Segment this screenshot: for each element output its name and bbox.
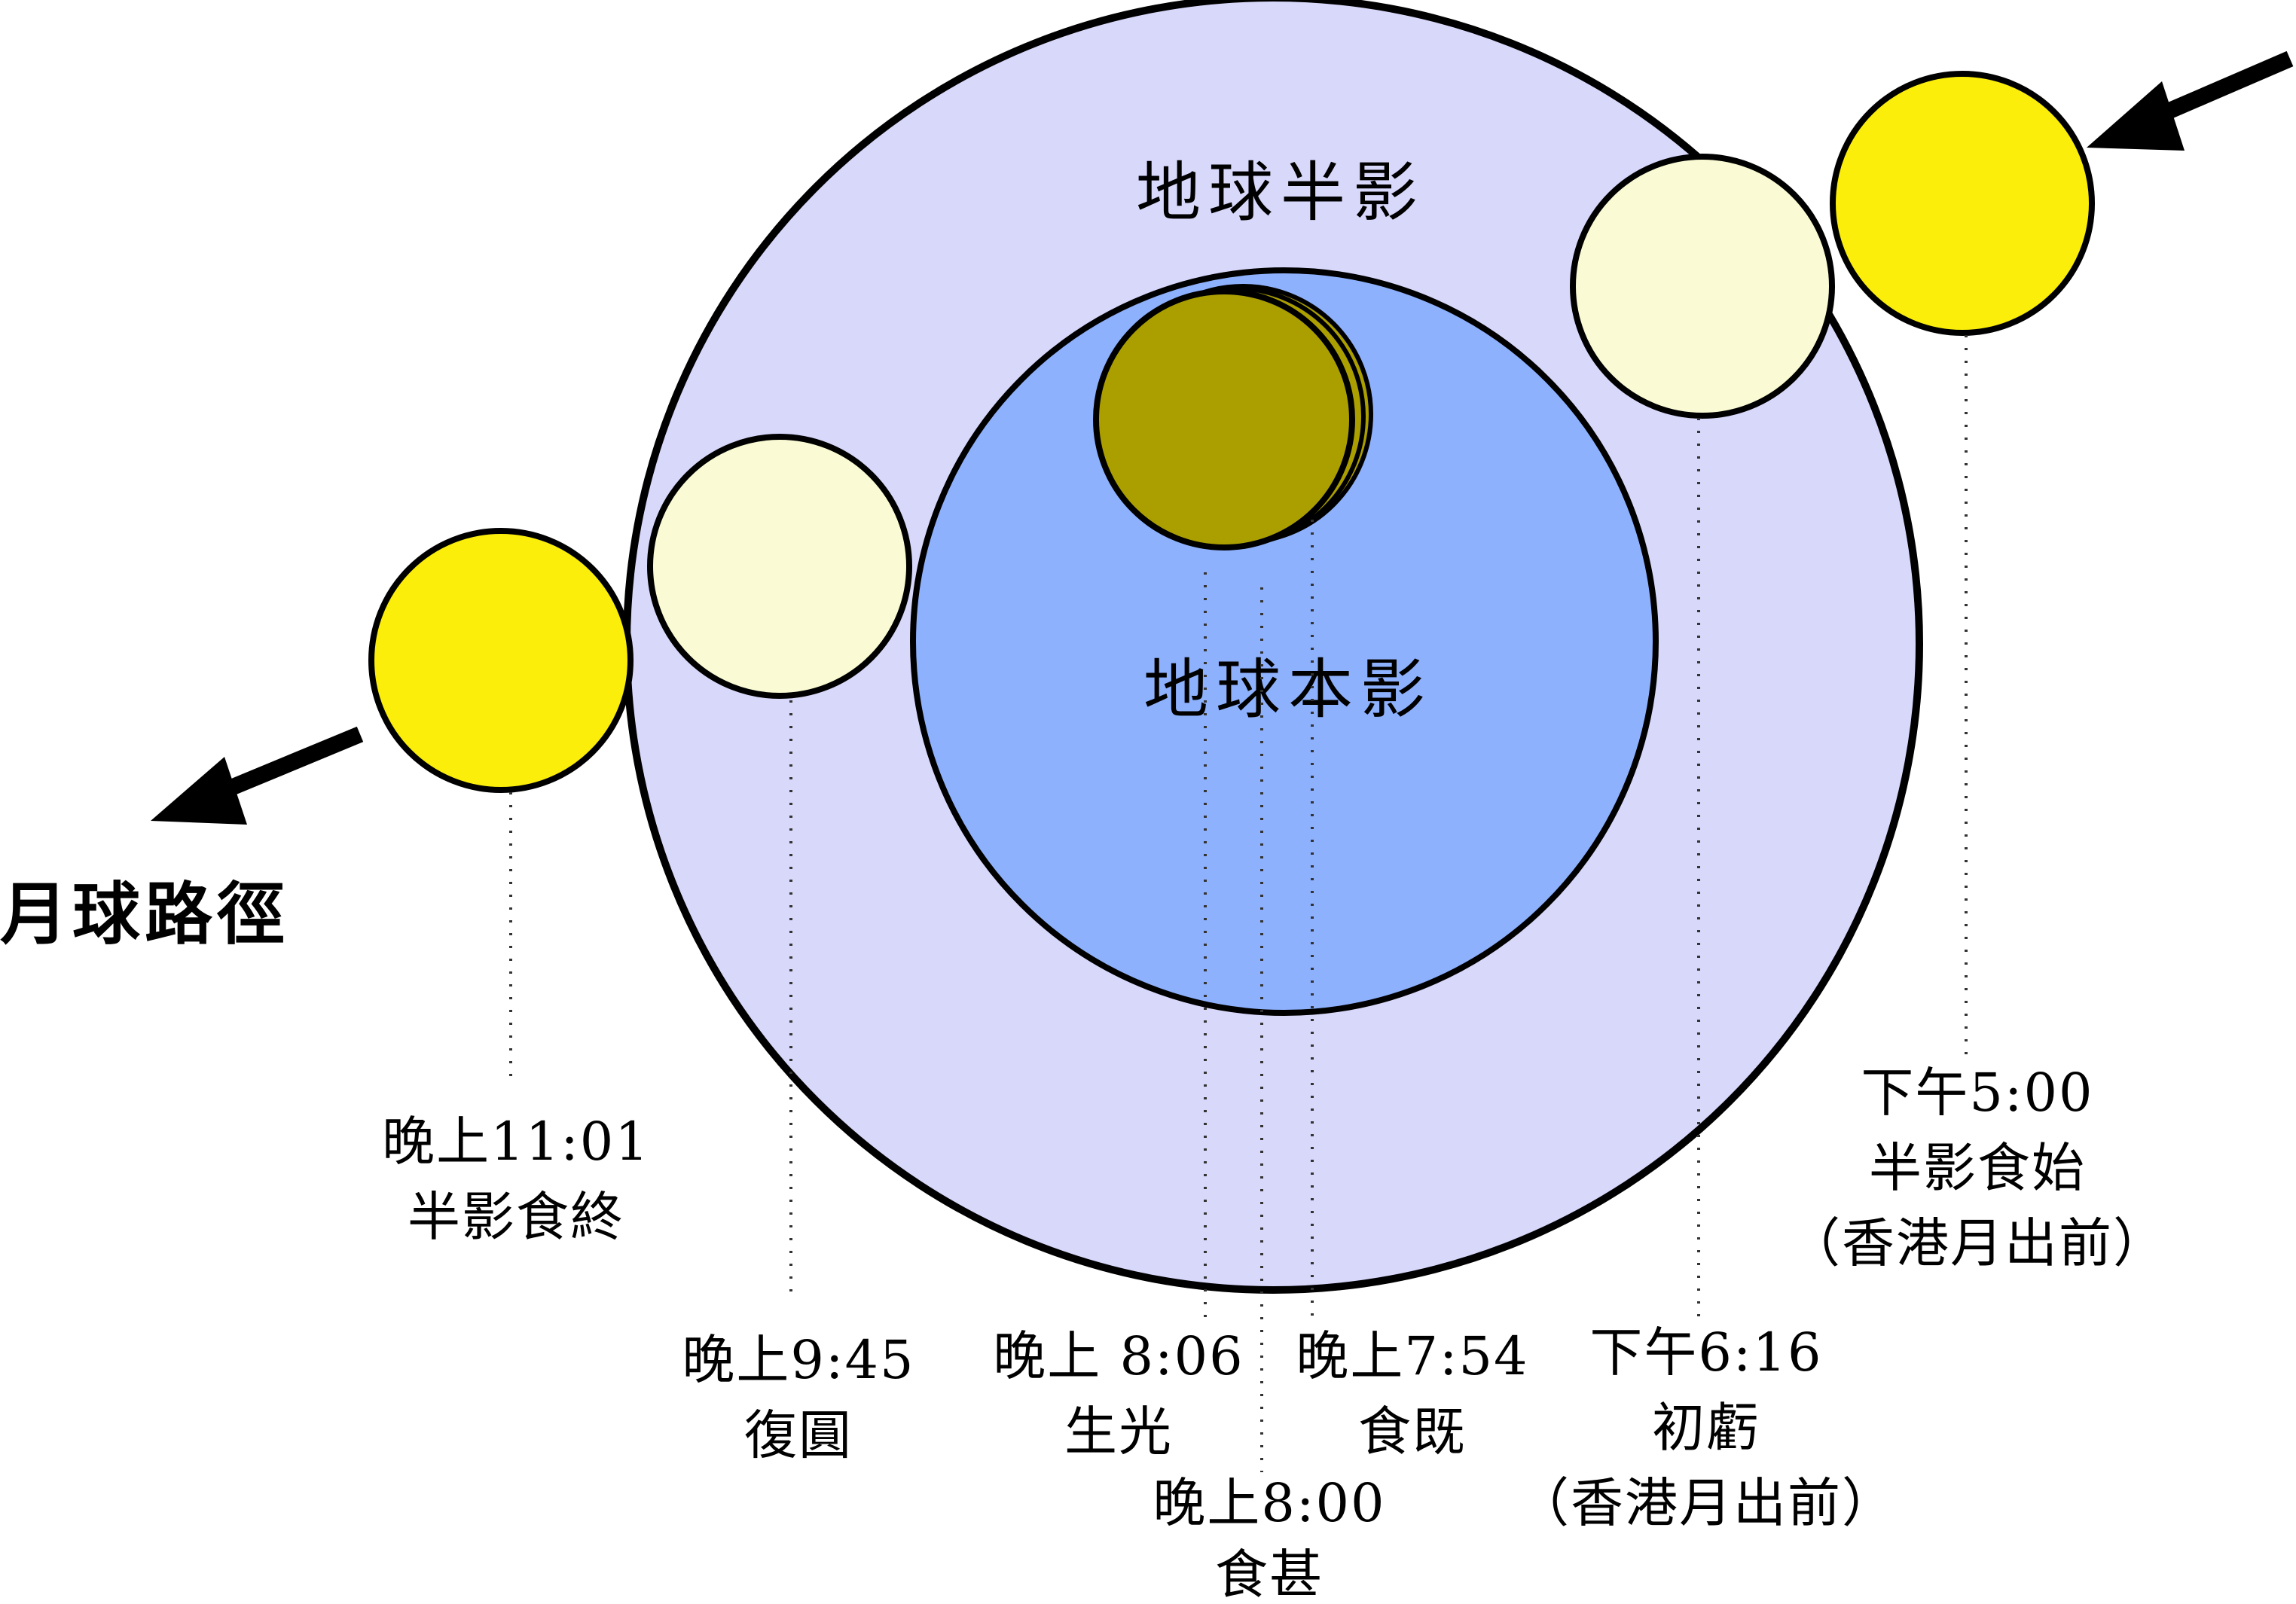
moon-totality-end	[1093, 288, 1355, 550]
event-label: 食既	[1358, 1401, 1467, 1462]
moon-penumbral-begin	[1830, 71, 2095, 336]
penumbra-label: 地球半影	[1136, 155, 1425, 230]
event-time: 晚上 8:06	[993, 1325, 1244, 1387]
event-note: （香港月出前）	[1516, 1472, 1896, 1534]
event-label: 生光	[1064, 1401, 1173, 1462]
event-label: 初虧	[1652, 1397, 1760, 1459]
event-label: 食甚	[1215, 1544, 1324, 1604]
event-note: （香港月出前）	[1788, 1212, 2167, 1274]
event-totality-begin: 晚上7:54 食既	[1296, 1325, 1528, 1462]
arrow-incoming	[2087, 50, 2294, 151]
moon-path-label: 月球路徑	[0, 875, 289, 954]
event-label: 半影食終	[408, 1186, 624, 1248]
moon-first-contact	[1570, 154, 1835, 419]
moon-penumbral-end	[368, 528, 634, 793]
event-time: 晚上7:54	[1296, 1325, 1528, 1387]
event-label: 半影食始	[1869, 1137, 2086, 1199]
event-time: 下午5:00	[1861, 1062, 2093, 1124]
event-totality-end: 晚上 8:06 生光	[993, 1325, 1244, 1462]
event-time: 下午6:16	[1589, 1322, 1822, 1383]
event-first-contact: 下午6:16 初虧 （香港月出前）	[1516, 1322, 1896, 1534]
event-time: 晚上8:00	[1153, 1472, 1385, 1534]
event-penumbral-end: 晚上11:01 半影食終	[382, 1111, 650, 1248]
event-label: 復圓	[744, 1404, 853, 1466]
event-greatest-eclipse: 晚上8:00 食甚	[1153, 1472, 1385, 1604]
event-time: 晚上11:01	[382, 1111, 650, 1173]
arrow-outgoing	[151, 726, 364, 825]
umbra-label: 地球本影	[1143, 652, 1433, 727]
event-penumbral-begin: 下午5:00 半影食始 （香港月出前）	[1788, 1062, 2167, 1274]
event-time: 晚上9:45	[682, 1329, 914, 1391]
event-last-contact: 晚上9:45 復圓	[682, 1329, 914, 1466]
moon-last-contact	[647, 434, 912, 699]
